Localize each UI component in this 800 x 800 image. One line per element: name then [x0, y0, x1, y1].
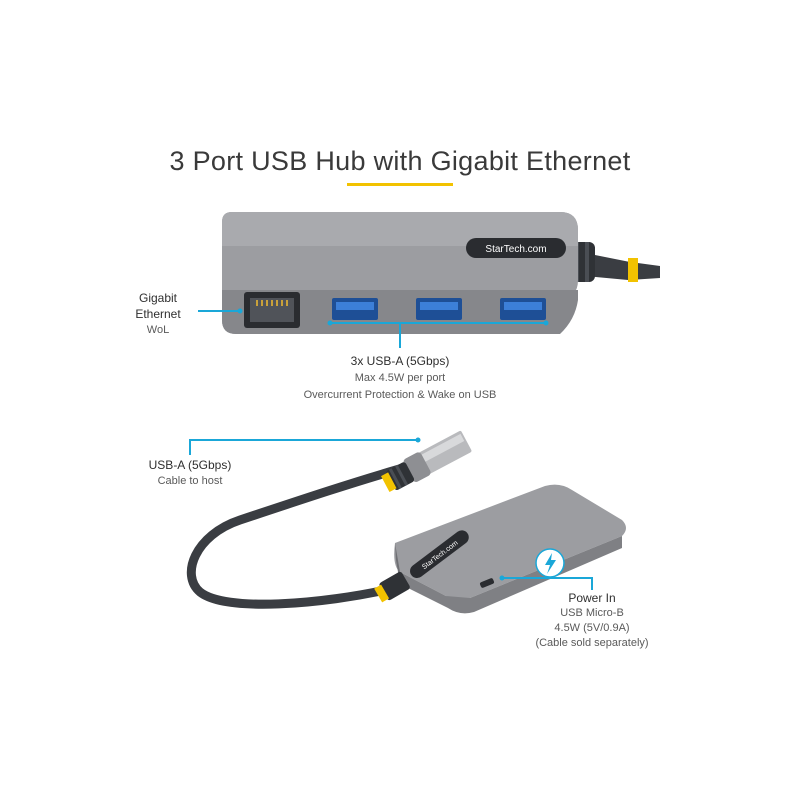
usb-ports-callout-line2: Max 4.5W per port [354, 372, 446, 384]
ethernet-callout-line3: WoL [146, 324, 170, 336]
host-cable-callout-line1: USB-A (5Gbps) [148, 458, 232, 472]
callout-lines-bottom [189, 439, 593, 590]
usb-ports-callout-line3: Overcurrent Protection & Wake on USB [303, 389, 497, 401]
brand-logo-text: StarTech.com [485, 244, 546, 255]
usb-ports-callout-line1: 3x USB-A (5Gbps) [350, 354, 450, 368]
ethernet-callout-line2: Ethernet [135, 307, 181, 321]
hub-top-face [222, 212, 578, 246]
power-callout-line4: (Cable sold separately) [535, 637, 649, 649]
power-callout: Power In USB Micro-B 4.5W (5V/0.9A) (Cab… [522, 591, 662, 651]
power-callout-line3: 4.5W (5V/0.9A) [554, 622, 630, 634]
power-callout-line1: Power In [568, 591, 616, 605]
usb-a-port [416, 298, 462, 320]
brand-badge-angled [410, 530, 469, 579]
host-cable-callout-line2: Cable to host [157, 475, 223, 487]
hub-front-view: StarTech.com [222, 212, 660, 334]
host-cable-callout: USB-A (5Gbps) Cable to host [140, 457, 240, 489]
power-callout-line2: USB Micro-B [560, 607, 624, 619]
callout-lines-top [198, 310, 546, 348]
page-title: 3 Port USB Hub with Gigabit Ethernet [169, 146, 631, 176]
cable-yellow-band [628, 258, 638, 282]
usb-a-port [332, 298, 378, 320]
usb-a-port [500, 298, 546, 320]
host-cable [186, 461, 415, 609]
title-underline [347, 183, 453, 186]
usb-ports-callout: 3x USB-A (5Gbps) Max 4.5W per port Overc… [220, 353, 580, 404]
ethernet-callout: Gigabit Ethernet WoL [120, 290, 196, 338]
micro-b-port [479, 578, 495, 588]
brand-badge [466, 238, 566, 258]
hub-angled-view: StarTech.com [186, 431, 626, 614]
ethernet-callout-line1: Gigabit [138, 291, 178, 305]
hub-body-angled [394, 484, 626, 600]
